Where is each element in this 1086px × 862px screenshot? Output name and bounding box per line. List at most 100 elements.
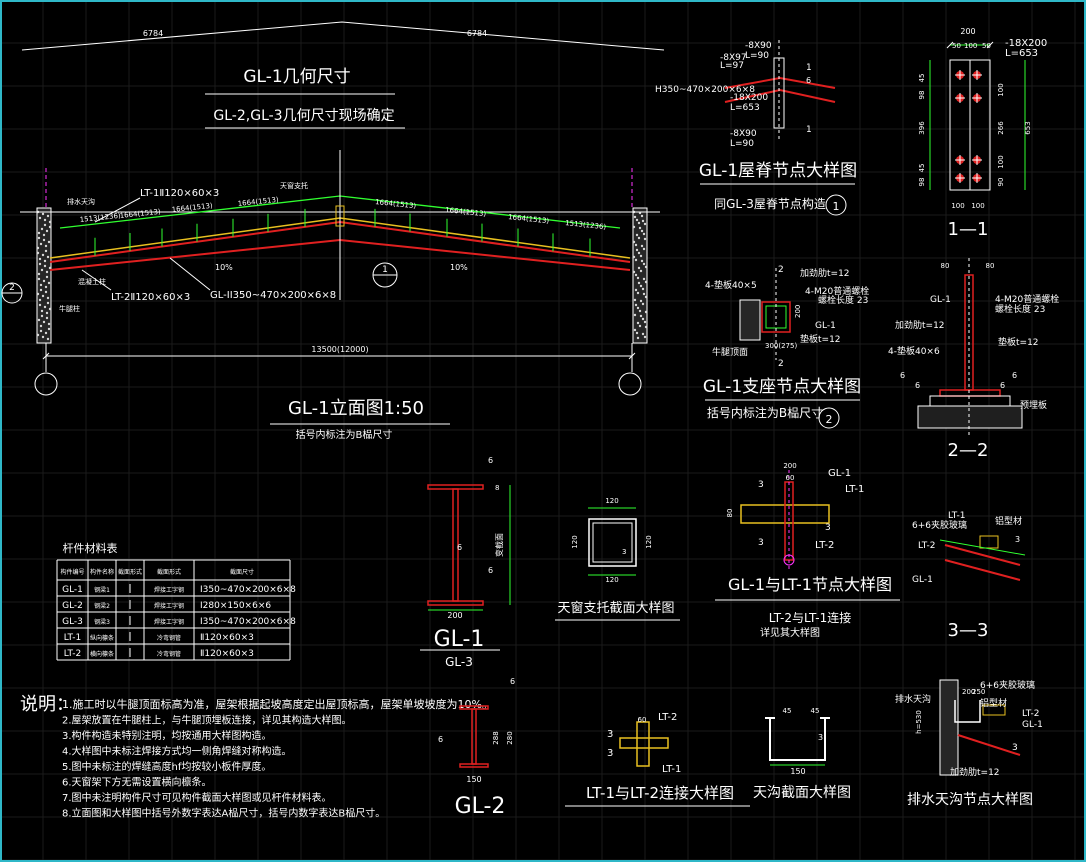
- concrete-dot: [643, 335, 647, 339]
- table-cell: Ⅱ120×60×3: [200, 633, 254, 643]
- table-cell: GL-2: [62, 601, 83, 611]
- ridge-section-mark: 1: [806, 63, 812, 73]
- sec33-label: 6+6夹胶玻璃: [912, 519, 967, 531]
- lt12-purlin: [619, 737, 669, 749]
- ridge-label: L=97: [720, 61, 744, 71]
- note-item: 8.立面图和大样图中括号外数字表达A榀尺寸，括号内数字表达B榀尺寸。: [62, 807, 385, 820]
- table-cell: 焊接工字钢: [154, 586, 184, 594]
- sec22-label: 4-M20普通螺栓: [995, 293, 1059, 305]
- concrete-dot: [635, 331, 639, 335]
- concrete-dot: [38, 262, 42, 266]
- concrete-dot: [642, 277, 646, 281]
- concrete-dot: [45, 311, 49, 315]
- ridge-label: -18X200: [730, 93, 768, 103]
- gutter-dim: 45: [811, 707, 820, 715]
- plate-dim-right: 266: [997, 121, 1005, 135]
- plate-total: 653: [1024, 121, 1032, 134]
- gl2-weld: 6: [438, 735, 443, 744]
- plate-dim: 50: [982, 42, 991, 50]
- lt12-cross: [636, 721, 650, 767]
- concrete-dot: [640, 259, 644, 263]
- concrete-dot: [644, 325, 648, 329]
- concrete-dot: [641, 219, 645, 223]
- sec33-beam2: [944, 559, 1021, 581]
- label-gutter: 排水天沟: [67, 197, 95, 206]
- ridge-title: GL-1屋脊节点大样图: [699, 161, 857, 181]
- sec33-title: 3—3: [948, 620, 989, 641]
- glsec-height: 变截面: [494, 533, 504, 557]
- ridge-label: -8X90: [730, 129, 757, 139]
- concrete-dot: [638, 226, 642, 230]
- support-label: 牛腿顶面: [712, 346, 748, 358]
- ridge-bot: [724, 88, 836, 103]
- plate-label: L=653: [1005, 48, 1038, 59]
- sec22-label: 预埋板: [1020, 399, 1047, 411]
- lt12-weld: 3: [607, 748, 613, 759]
- drain-column: [939, 679, 959, 776]
- gl2-web: [471, 708, 477, 765]
- concrete-dot: [43, 218, 47, 222]
- concrete-dot: [40, 314, 44, 318]
- skysec-outer: [588, 518, 637, 567]
- gutter-thk: 3: [818, 733, 823, 742]
- concrete-dot: [47, 281, 51, 285]
- table-cell: LT-2: [64, 649, 81, 659]
- ridge-label: -8X97: [720, 53, 747, 63]
- concrete-dot: [42, 320, 46, 324]
- support-dim: 300(275): [765, 342, 797, 350]
- plate-dim-bottom: 100: [971, 202, 984, 210]
- label-cap: 混凝土柱: [78, 277, 106, 286]
- concrete-dot: [634, 258, 638, 262]
- concrete-dot: [38, 216, 42, 220]
- concrete-dot: [43, 305, 47, 309]
- concrete-dot: [633, 328, 637, 332]
- label-gl: GL-ⅠI350~470×200×6×8: [210, 290, 336, 301]
- concrete-dot: [38, 298, 42, 302]
- concrete-dot: [45, 229, 49, 233]
- marker-2-text: 2: [9, 283, 15, 293]
- skysec-dim: 120: [605, 576, 618, 584]
- ridge-plate: [335, 205, 345, 227]
- concrete-dot: [642, 232, 646, 236]
- concrete-dot: [37, 236, 41, 240]
- table-cell: I280×150×6×6: [200, 601, 271, 611]
- skysec-title: 天窗支托截面大样图: [557, 600, 674, 616]
- concrete-dot: [44, 290, 48, 294]
- ridge-weld: 6: [806, 76, 811, 85]
- concrete-dot: [636, 276, 640, 280]
- drain-beam: [957, 734, 1021, 756]
- sec22-label: GL-1: [930, 295, 951, 305]
- gl2-dim: 288: [492, 731, 500, 744]
- support-label: 螺栓长度 23: [818, 294, 868, 306]
- drain-dim: 200: [962, 688, 975, 696]
- sec22-flange: [939, 389, 1001, 397]
- concrete-dot: [40, 268, 44, 272]
- concrete-dot: [634, 288, 638, 292]
- concrete-dot: [36, 246, 40, 250]
- drain-title: 排水天沟节点大样图: [907, 792, 1033, 808]
- label-bracket: 牛腿柱: [59, 304, 80, 313]
- plate-dim-top: 200: [960, 27, 975, 36]
- concrete-dot: [43, 264, 47, 268]
- concrete-dot: [637, 236, 641, 240]
- ridge-label: L=653: [730, 103, 760, 113]
- drain-label: LT-2: [1022, 709, 1039, 719]
- concrete-dot: [638, 309, 642, 313]
- support-subtitle: 括号内标注为B榀尺寸: [707, 405, 823, 420]
- concrete-dot: [39, 324, 43, 328]
- concrete-dot: [643, 222, 647, 226]
- sec33-label: LT-2: [918, 541, 935, 551]
- concrete-dot: [640, 214, 644, 218]
- glsec-bot-flange: [427, 600, 484, 606]
- note-item: 5.图中未标注的焊缝高度hf均按较小板件厚度。: [62, 760, 271, 773]
- drain-label: GL-1: [1022, 720, 1043, 730]
- gable-outline: [21, 21, 665, 51]
- sec22-dim: 80: [941, 262, 950, 270]
- gutter-outline: [769, 718, 826, 761]
- support-circle: [818, 407, 840, 429]
- plate-dim-right: 100: [997, 155, 1005, 168]
- leader: [169, 257, 211, 291]
- concrete-dot: [37, 277, 41, 281]
